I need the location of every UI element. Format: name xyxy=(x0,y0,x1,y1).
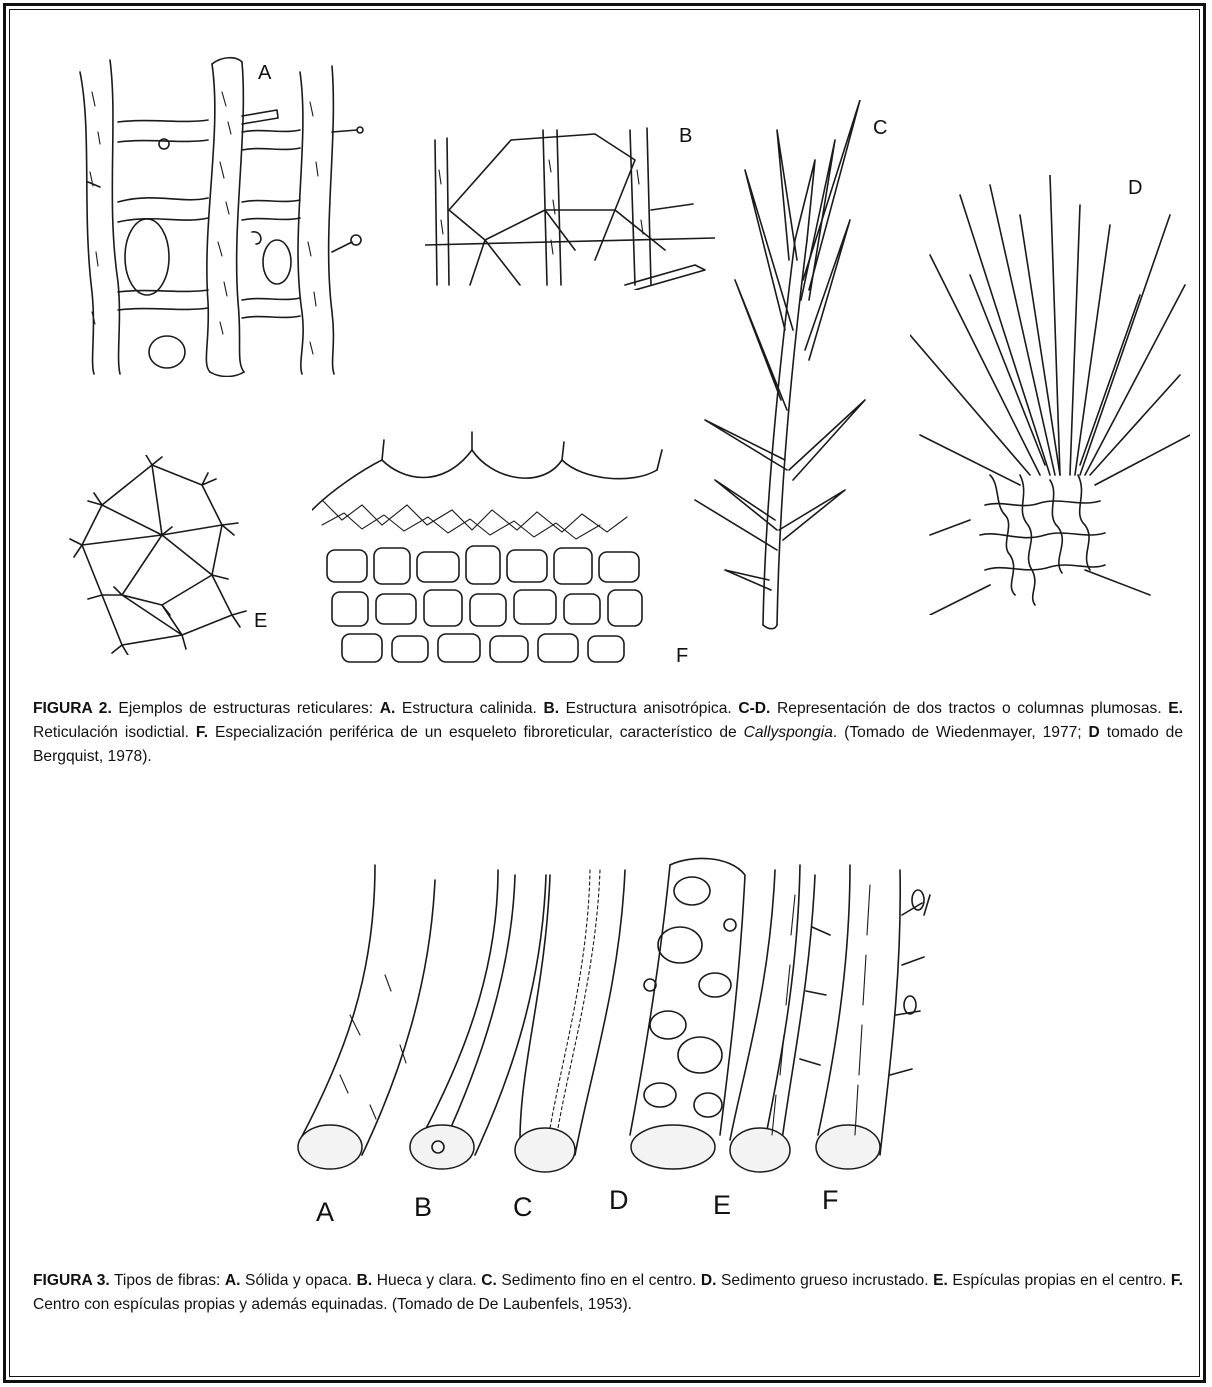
fiber-b-drawing xyxy=(410,870,546,1169)
figure3-caption-label: FIGURA 3. xyxy=(33,1272,110,1289)
fiber-a-drawing xyxy=(298,865,435,1169)
figure3-caption-e-key: E. xyxy=(933,1272,948,1289)
figure3-label-a: A xyxy=(316,1197,334,1228)
figure2-caption-cd-key: C-D. xyxy=(738,700,770,717)
figure2-panel-c-illustration xyxy=(685,100,885,630)
figure3-caption-c-text: Sedimento fino en el centro. xyxy=(497,1272,701,1289)
figure2-caption-intro: Ejemplos de estructuras reticulares: xyxy=(112,700,380,717)
fiber-d-drawing xyxy=(630,858,745,1169)
figure3-label-c: C xyxy=(513,1192,533,1223)
figure3-caption-d-key: D. xyxy=(701,1272,717,1289)
figure3-label-f: F xyxy=(822,1185,839,1216)
figure2-caption-e-key: E. xyxy=(1168,700,1183,717)
figure2-panel-d-illustration xyxy=(910,175,1190,615)
figure3-caption-f-key: F. xyxy=(1171,1272,1183,1289)
figure2-caption-after-genus: . (Tomado de Wiedenmayer, 1977; xyxy=(833,724,1089,741)
figure2-caption-e-text: Reticulación isodictial. xyxy=(33,724,196,741)
figure2-caption-label: FIGURA 2. xyxy=(33,700,112,717)
figure3-caption-b-text: Hueca y clara. xyxy=(372,1272,481,1289)
figure2-caption-f-text: Especialización periférica de un esquele… xyxy=(208,724,744,741)
figure2-caption-genus: Callyspongia xyxy=(744,724,833,741)
figure2-caption-f-key: F. xyxy=(196,724,208,741)
figure3-caption-a-text: Sólida y opaca. xyxy=(241,1272,357,1289)
figure3-caption-c-key: C. xyxy=(481,1272,497,1289)
figure3-caption-d-text: Sedimento grueso incrustado. xyxy=(716,1272,933,1289)
figure2-caption-b-text: Estructura anisotrópica. xyxy=(559,700,738,717)
figure3-caption-f-text: Centro con espículas propias y además eq… xyxy=(33,1296,632,1313)
figure2-caption-d-key: D xyxy=(1089,724,1100,741)
figure2-caption: FIGURA 2. Ejemplos de estructuras reticu… xyxy=(33,697,1183,769)
figure3-caption-a-key: A. xyxy=(225,1272,241,1289)
figure2-label-f: F xyxy=(676,645,688,668)
figure2-label-c: C xyxy=(873,117,887,140)
figure3-label-d: D xyxy=(609,1185,629,1216)
fiber-c-drawing xyxy=(515,870,625,1172)
figure3-caption-e-text: Espículas propias en el centro. xyxy=(948,1272,1171,1289)
figure2-panel-a-illustration xyxy=(52,52,372,377)
figure2-caption-a-key: A. xyxy=(380,700,396,717)
figure3-caption-intro: Tipos de fibras: xyxy=(110,1272,225,1289)
figure2-caption-a-text: Estructura calinida. xyxy=(395,700,543,717)
figure2-caption-cd-text: Representación de dos tractos o columnas… xyxy=(770,700,1168,717)
figure2-panel-b-illustration xyxy=(425,100,715,290)
fiber-f-drawing xyxy=(800,865,930,1169)
figure2-panel-f-illustration xyxy=(312,430,667,670)
figure2-caption-b-key: B. xyxy=(543,700,559,717)
figure3-caption: FIGURA 3. Tipos de fibras: A. Sólida y o… xyxy=(33,1269,1183,1317)
figure3-label-b: B xyxy=(414,1192,432,1223)
figure3-caption-b-key: B. xyxy=(357,1272,373,1289)
figure2-label-e: E xyxy=(254,610,267,633)
figure2-label-a: A xyxy=(258,62,271,85)
figure2-label-d: D xyxy=(1128,177,1142,200)
figure2-panel-e-illustration xyxy=(62,455,252,655)
figure3-fibers-illustration xyxy=(290,855,950,1200)
figure3-label-e: E xyxy=(713,1190,731,1221)
